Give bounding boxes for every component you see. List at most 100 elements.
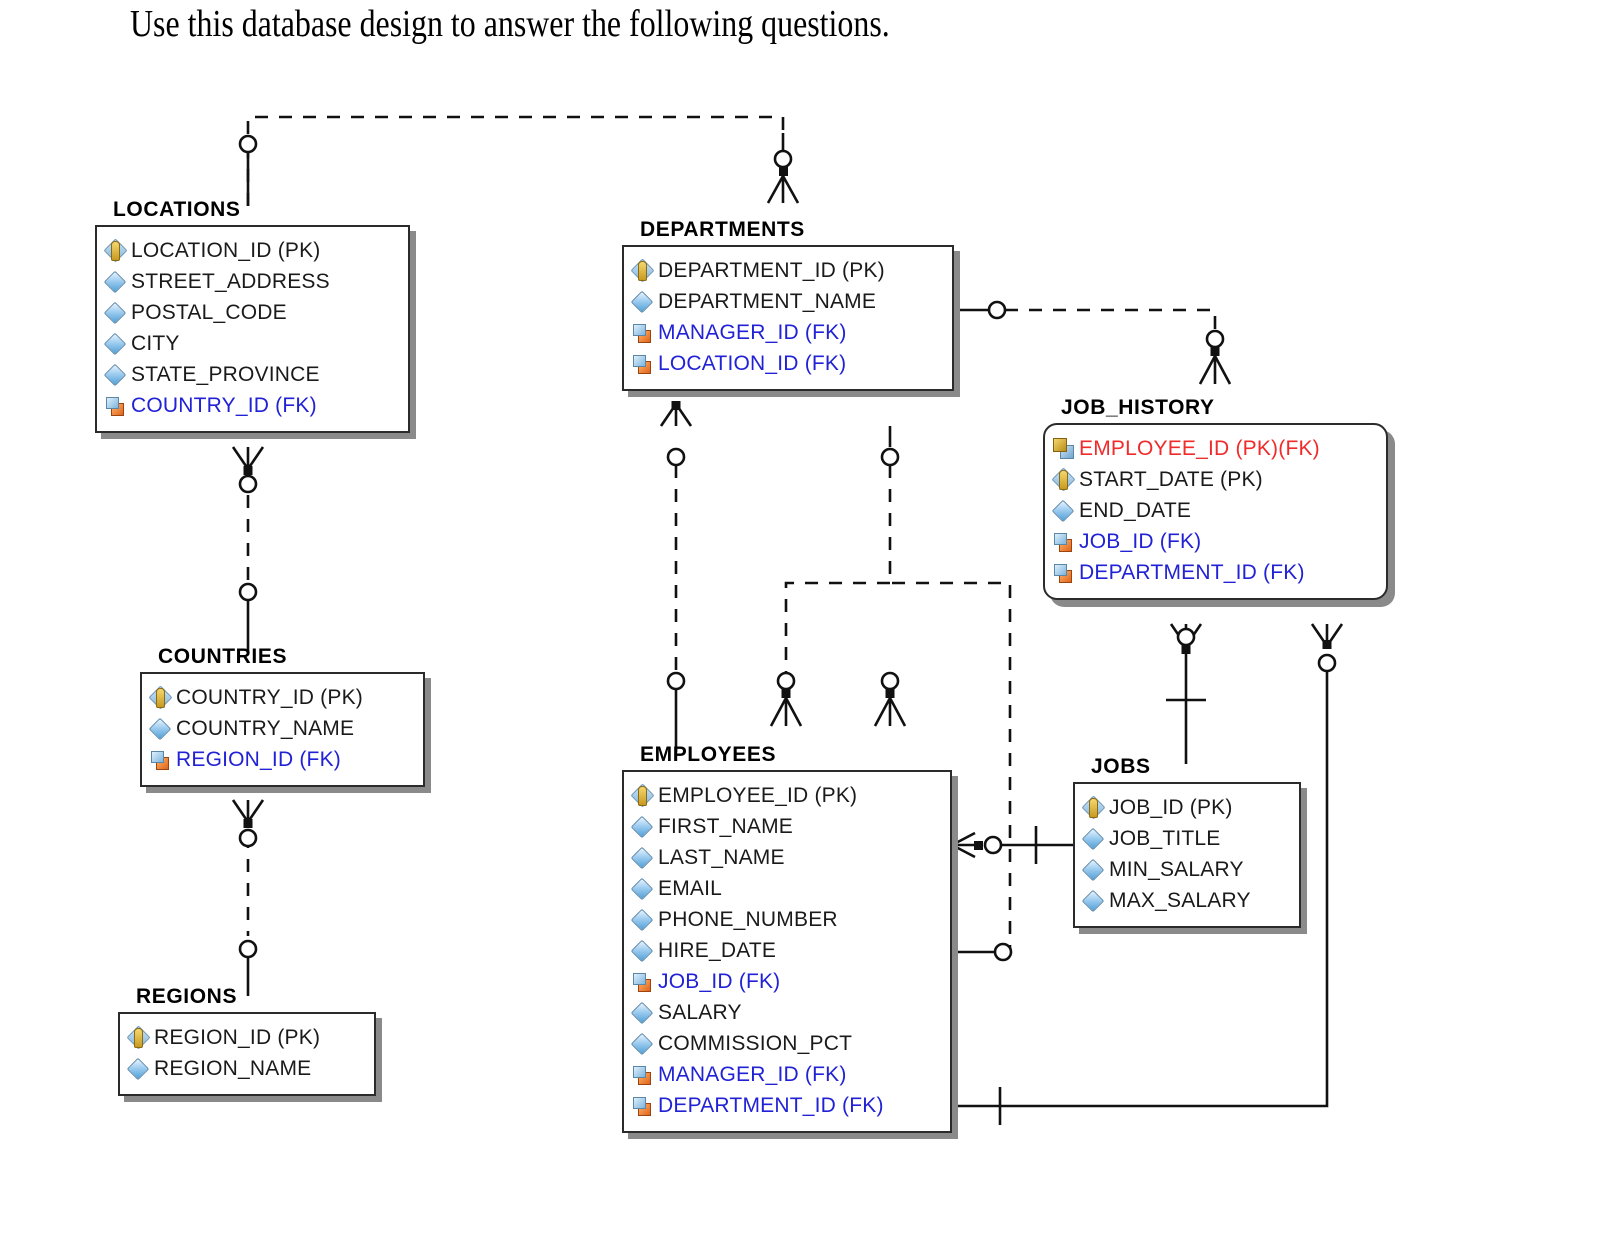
attribute-label: PHONE_NUMBER bbox=[658, 907, 838, 931]
attribute-row[interactable]: MANAGER_ID (FK) bbox=[632, 1059, 938, 1090]
attribute-list-employees: EMPLOYEE_ID (PK) FIRST_NAME LAST_NAME EMAIL… bbox=[622, 770, 952, 1133]
attribute-row[interactable]: REGION_ID (FK) bbox=[150, 744, 411, 775]
attribute-row[interactable]: DEPARTMENT_ID (FK) bbox=[1053, 557, 1374, 588]
attribute-label: COUNTRY_ID (PK) bbox=[176, 685, 363, 709]
primary-key-icon bbox=[105, 240, 126, 261]
attribute-label: DEPARTMENT_ID (FK) bbox=[1079, 560, 1305, 584]
attribute-row[interactable]: DEPARTMENT_ID (PK) bbox=[632, 255, 940, 286]
foreign-key-icon bbox=[632, 1095, 653, 1116]
column-icon bbox=[632, 940, 653, 961]
attribute-row[interactable]: MANAGER_ID (FK) bbox=[632, 317, 940, 348]
primary-key-icon bbox=[1083, 797, 1104, 818]
column-icon bbox=[1053, 500, 1074, 521]
foreign-key-icon bbox=[1053, 531, 1074, 552]
entity-title-employees: EMPLOYEES bbox=[640, 743, 777, 766]
attribute-row[interactable]: LAST_NAME bbox=[632, 842, 938, 873]
column-icon bbox=[632, 847, 653, 868]
column-icon bbox=[105, 333, 126, 354]
attribute-label: MAX_SALARY bbox=[1109, 888, 1251, 912]
attribute-row[interactable]: REGION_NAME bbox=[128, 1053, 362, 1084]
attribute-row[interactable]: LOCATION_ID (PK) bbox=[105, 235, 396, 266]
attribute-label: HIRE_DATE bbox=[658, 938, 777, 962]
primary-key-icon bbox=[632, 785, 653, 806]
attribute-row[interactable]: JOB_ID (PK) bbox=[1083, 792, 1287, 823]
column-icon bbox=[105, 364, 126, 385]
attribute-label: STREET_ADDRESS bbox=[131, 269, 330, 293]
entity-title-regions: REGIONS bbox=[136, 985, 238, 1008]
attribute-row[interactable]: REGION_ID (PK) bbox=[128, 1022, 362, 1053]
attribute-label: MANAGER_ID (FK) bbox=[658, 1062, 847, 1086]
attribute-label: DEPARTMENT_ID (PK) bbox=[658, 258, 885, 282]
attribute-list-regions: REGION_ID (PK) REGION_NAME bbox=[118, 1012, 376, 1096]
attribute-label: JOB_ID (FK) bbox=[658, 969, 781, 993]
attribute-row[interactable]: FIRST_NAME bbox=[632, 811, 938, 842]
attribute-row[interactable]: STATE_PROVINCE bbox=[105, 359, 396, 390]
attribute-list-departments: DEPARTMENT_ID (PK) DEPARTMENT_NAME MANAGER… bbox=[622, 245, 954, 391]
attribute-label: JOB_ID (FK) bbox=[1079, 529, 1202, 553]
attribute-row[interactable]: SALARY bbox=[632, 997, 938, 1028]
attribute-row[interactable]: CITY bbox=[105, 328, 396, 359]
foreign-key-icon bbox=[105, 395, 126, 416]
attribute-label: POSTAL_CODE bbox=[131, 300, 287, 324]
primary-foreign-key-icon bbox=[1053, 438, 1074, 459]
attribute-row[interactable]: DEPARTMENT_NAME bbox=[632, 286, 940, 317]
attribute-row[interactable]: HIRE_DATE bbox=[632, 935, 938, 966]
entity-title-jobs: JOBS bbox=[1091, 755, 1151, 778]
attribute-label: EMPLOYEE_ID (PK)(FK) bbox=[1079, 436, 1320, 460]
attribute-row[interactable]: END_DATE bbox=[1053, 495, 1374, 526]
attribute-row[interactable]: EMPLOYEE_ID (PK) bbox=[632, 780, 938, 811]
attribute-label: REGION_ID (PK) bbox=[154, 1025, 321, 1049]
attribute-row[interactable]: STREET_ADDRESS bbox=[105, 266, 396, 297]
entity-employees[interactable]: EMPLOYEES EMPLOYEE_ID (PK) FIRST_NAME LAST_… bbox=[622, 743, 952, 1133]
column-icon bbox=[1083, 890, 1104, 911]
attribute-row[interactable]: START_DATE (PK) bbox=[1053, 464, 1374, 495]
attribute-row[interactable]: DEPARTMENT_ID (FK) bbox=[632, 1090, 938, 1121]
attribute-label: STATE_PROVINCE bbox=[131, 362, 320, 386]
attribute-row[interactable]: COUNTRY_ID (FK) bbox=[105, 390, 396, 421]
attribute-row[interactable]: MIN_SALARY bbox=[1083, 854, 1287, 885]
primary-key-icon bbox=[128, 1027, 149, 1048]
attribute-label: START_DATE (PK) bbox=[1079, 467, 1263, 491]
attribute-label: LOCATION_ID (FK) bbox=[658, 351, 847, 375]
column-icon bbox=[632, 1033, 653, 1054]
attribute-label: JOB_TITLE bbox=[1109, 826, 1221, 850]
attribute-label: LAST_NAME bbox=[658, 845, 785, 869]
attribute-label: REGION_ID (FK) bbox=[176, 747, 341, 771]
attribute-row[interactable]: PHONE_NUMBER bbox=[632, 904, 938, 935]
foreign-key-icon bbox=[632, 971, 653, 992]
column-icon bbox=[1083, 859, 1104, 880]
column-icon bbox=[632, 1002, 653, 1023]
attribute-row[interactable]: EMPLOYEE_ID (PK)(FK) bbox=[1053, 433, 1374, 464]
attribute-label: JOB_ID (PK) bbox=[1109, 795, 1233, 819]
entity-jobs[interactable]: JOBS JOB_ID (PK) JOB_TITLE MIN_SALARY MAX_SA… bbox=[1073, 755, 1301, 928]
foreign-key-icon bbox=[1053, 562, 1074, 583]
attribute-row[interactable]: MAX_SALARY bbox=[1083, 885, 1287, 916]
column-icon bbox=[632, 291, 653, 312]
attribute-row[interactable]: COUNTRY_NAME bbox=[150, 713, 411, 744]
attribute-row[interactable]: LOCATION_ID (FK) bbox=[632, 348, 940, 379]
attribute-label: MIN_SALARY bbox=[1109, 857, 1244, 881]
attribute-label: COUNTRY_NAME bbox=[176, 716, 355, 740]
attribute-row[interactable]: COMMISSION_PCT bbox=[632, 1028, 938, 1059]
column-icon bbox=[1083, 828, 1104, 849]
entity-regions[interactable]: REGIONS REGION_ID (PK) REGION_NAME bbox=[118, 985, 376, 1096]
attribute-label: EMPLOYEE_ID (PK) bbox=[658, 783, 858, 807]
attribute-row[interactable]: EMAIL bbox=[632, 873, 938, 904]
foreign-key-icon bbox=[632, 353, 653, 374]
attribute-row[interactable]: JOB_ID (FK) bbox=[632, 966, 938, 997]
attribute-row[interactable]: COUNTRY_ID (PK) bbox=[150, 682, 411, 713]
attribute-list-locations: LOCATION_ID (PK) STREET_ADDRESS POSTAL_COD… bbox=[95, 225, 410, 433]
primary-key-icon bbox=[632, 260, 653, 281]
attribute-row[interactable]: POSTAL_CODE bbox=[105, 297, 396, 328]
attribute-label: EMAIL bbox=[658, 876, 723, 900]
attribute-row[interactable]: JOB_ID (FK) bbox=[1053, 526, 1374, 557]
attribute-row[interactable]: JOB_TITLE bbox=[1083, 823, 1287, 854]
attribute-label: DEPARTMENT_NAME bbox=[658, 289, 877, 313]
attribute-label: REGION_NAME bbox=[154, 1056, 312, 1080]
column-icon bbox=[632, 909, 653, 930]
attribute-label: DEPARTMENT_ID (FK) bbox=[658, 1093, 884, 1117]
